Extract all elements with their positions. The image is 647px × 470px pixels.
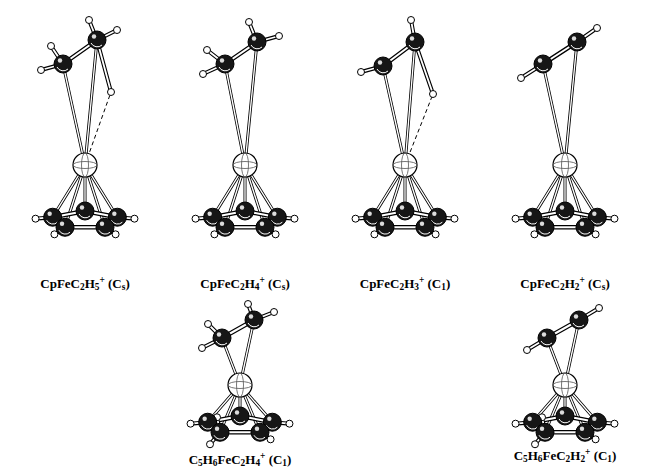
carbon-atom (211, 423, 229, 441)
bond-sticks (516, 28, 615, 234)
structure-caption: CpFeC2H5+ (Cs) (40, 277, 129, 292)
bond-sticks (36, 20, 135, 234)
hydrogen-atom (611, 420, 618, 427)
hydrogen-atom (286, 420, 293, 427)
molecule (192, 19, 298, 238)
hydrogen-atom (451, 215, 458, 222)
hydrogen-atom (408, 17, 415, 24)
structure-caption: C5H6FeC2H2+ (C1) (514, 449, 617, 464)
carbon-atom (576, 218, 594, 236)
carbon-atom (556, 407, 574, 425)
iron-atom (553, 373, 577, 397)
hydrogen-atom (48, 43, 55, 50)
hydrogen-atom (114, 27, 121, 34)
carbon-atom (576, 423, 594, 441)
hydrogen-atom (32, 215, 39, 222)
structure-caption: C5H6FeC2H4+ (C1) (189, 453, 292, 468)
hydrogen-atom (192, 215, 199, 222)
hydrogen-atom (512, 420, 519, 427)
hydrogen-atom (596, 305, 603, 312)
hydrogen-atom (611, 215, 618, 222)
caption-holder: CpFeC2H2+ (Cs) (520, 277, 609, 292)
carbon-atom (396, 202, 414, 220)
caption-holder: CpFeC2H5+ (Cs) (40, 277, 129, 292)
carbon-atom (96, 218, 114, 236)
molecule (512, 305, 618, 448)
hydrogen-atom (38, 67, 45, 74)
carbon-atom (538, 329, 556, 347)
carbon-atom (568, 33, 586, 51)
molecule (352, 17, 458, 238)
hydrogen-atom (358, 69, 365, 76)
carbon-atom (536, 423, 554, 441)
bond-sticks (356, 20, 455, 234)
hydrogen-atom (245, 301, 252, 308)
carbon-atom (556, 202, 574, 220)
carbon-atom (56, 218, 74, 236)
hydrogen-atom (205, 321, 212, 328)
iron-atom (553, 153, 577, 177)
hydrogen-atom (108, 89, 115, 96)
carbon-atom (534, 55, 552, 73)
carbon-atom (216, 55, 234, 73)
carbon-atom (570, 311, 588, 329)
carbon-atom (376, 218, 394, 236)
hydrogen-atom (199, 345, 206, 352)
carbon-atom (54, 55, 72, 73)
hydrogen-atom (291, 215, 298, 222)
iron-atom (73, 153, 97, 177)
hydrogen-atom (207, 441, 214, 448)
hydrogen-atom (131, 215, 138, 222)
hydrogen-atom (430, 91, 437, 98)
caption-holder: CpFeC2H4+ (Cs) (200, 277, 289, 292)
molecule (32, 17, 138, 238)
iron-atom (233, 153, 257, 177)
caption-holder: C5H6FeC2H2+ (C1) (514, 449, 617, 464)
carbon-atom (416, 218, 434, 236)
structure-caption: CpFeC2H3+ (C1) (360, 277, 451, 292)
caption-holder: C5H6FeC2H4+ (C1) (189, 453, 292, 468)
carbon-atom (256, 218, 274, 236)
carbon-atom (406, 33, 424, 51)
hydrogen-atom (352, 215, 359, 222)
hydrogen-atom (86, 17, 93, 24)
iron-atom (228, 373, 252, 397)
caption-holder: CpFeC2H3+ (C1) (360, 277, 451, 292)
bond-sticks (196, 22, 295, 234)
molecule (512, 25, 618, 238)
hydrogen-atom (512, 215, 519, 222)
carbon-atom (231, 407, 249, 425)
carbon-atom (536, 218, 554, 236)
hydrogen-atom (246, 19, 253, 26)
carbon-atom (76, 202, 94, 220)
hydrogen-atom (187, 420, 194, 427)
structure-caption: CpFeC2H2+ (Cs) (520, 277, 609, 292)
carbon-atom (251, 423, 269, 441)
hydrogen-atom (532, 441, 539, 448)
carbon-atom (88, 31, 106, 49)
carbon-atom (216, 218, 234, 236)
hydrogen-atom (524, 347, 531, 354)
molecule (187, 301, 293, 448)
structure-caption: CpFeC2H4+ (Cs) (200, 277, 289, 292)
carbon-atom (236, 202, 254, 220)
hydrogen-atom (204, 47, 211, 54)
hydrogen-atom (271, 309, 278, 316)
carbon-atom (248, 33, 266, 51)
hydrogen-atom (594, 25, 601, 32)
bond-sticks (191, 304, 290, 444)
iron-atom (393, 153, 417, 177)
hydrogen-atom (518, 75, 525, 82)
hydrogen-atom (276, 33, 283, 40)
bond-sticks (516, 308, 615, 444)
carbon-atom (213, 329, 231, 347)
hydrogen-atom (200, 71, 207, 78)
carbon-atom (245, 311, 263, 329)
carbon-atom (374, 57, 392, 75)
